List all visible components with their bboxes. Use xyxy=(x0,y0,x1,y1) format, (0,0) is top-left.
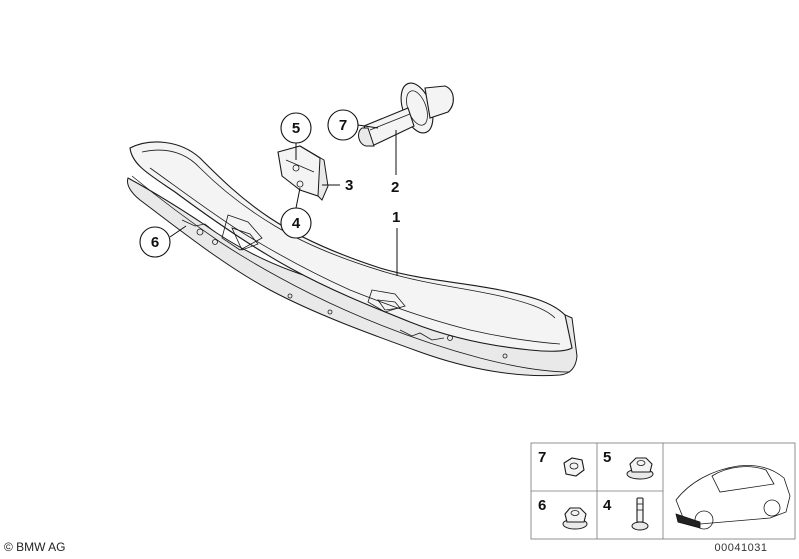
callout-6-text: 6 xyxy=(151,234,159,251)
impact-absorber xyxy=(358,82,454,147)
flange-nut-icon xyxy=(626,457,654,480)
legend-cell-5-num: 5 xyxy=(603,449,611,466)
callout-4: 4 xyxy=(280,187,312,239)
legend-cell-7-num: 7 xyxy=(538,449,546,466)
callout-6: 6 xyxy=(139,225,187,258)
callout-7: 7 xyxy=(327,109,379,141)
label-1: 1 xyxy=(392,209,400,276)
label-2: 2 xyxy=(391,130,399,196)
bumper-carrier xyxy=(127,141,578,377)
callout-5-text: 5 xyxy=(292,120,300,137)
copyright-text: © BMW AG xyxy=(4,540,66,554)
callout-7-text: 7 xyxy=(339,117,347,134)
legend-grid: 7 5 6 4 xyxy=(530,442,796,540)
label-1-text: 1 xyxy=(392,209,400,226)
label-2-text: 2 xyxy=(391,179,399,196)
label-3: 3 xyxy=(322,177,353,194)
callout-4-text: 4 xyxy=(292,215,301,232)
collar-nut-icon xyxy=(562,507,588,530)
legend-cell-4-num: 4 xyxy=(603,497,612,514)
diagram-code: 00041031 xyxy=(715,542,768,554)
bracket xyxy=(277,145,329,201)
label-3-text: 3 xyxy=(345,177,353,194)
bolt-icon xyxy=(631,497,649,531)
car-location-icon xyxy=(675,465,791,530)
callout-5: 5 xyxy=(280,112,312,160)
legend-cell-6-num: 6 xyxy=(538,497,546,514)
hex-nut-icon xyxy=(563,457,585,477)
